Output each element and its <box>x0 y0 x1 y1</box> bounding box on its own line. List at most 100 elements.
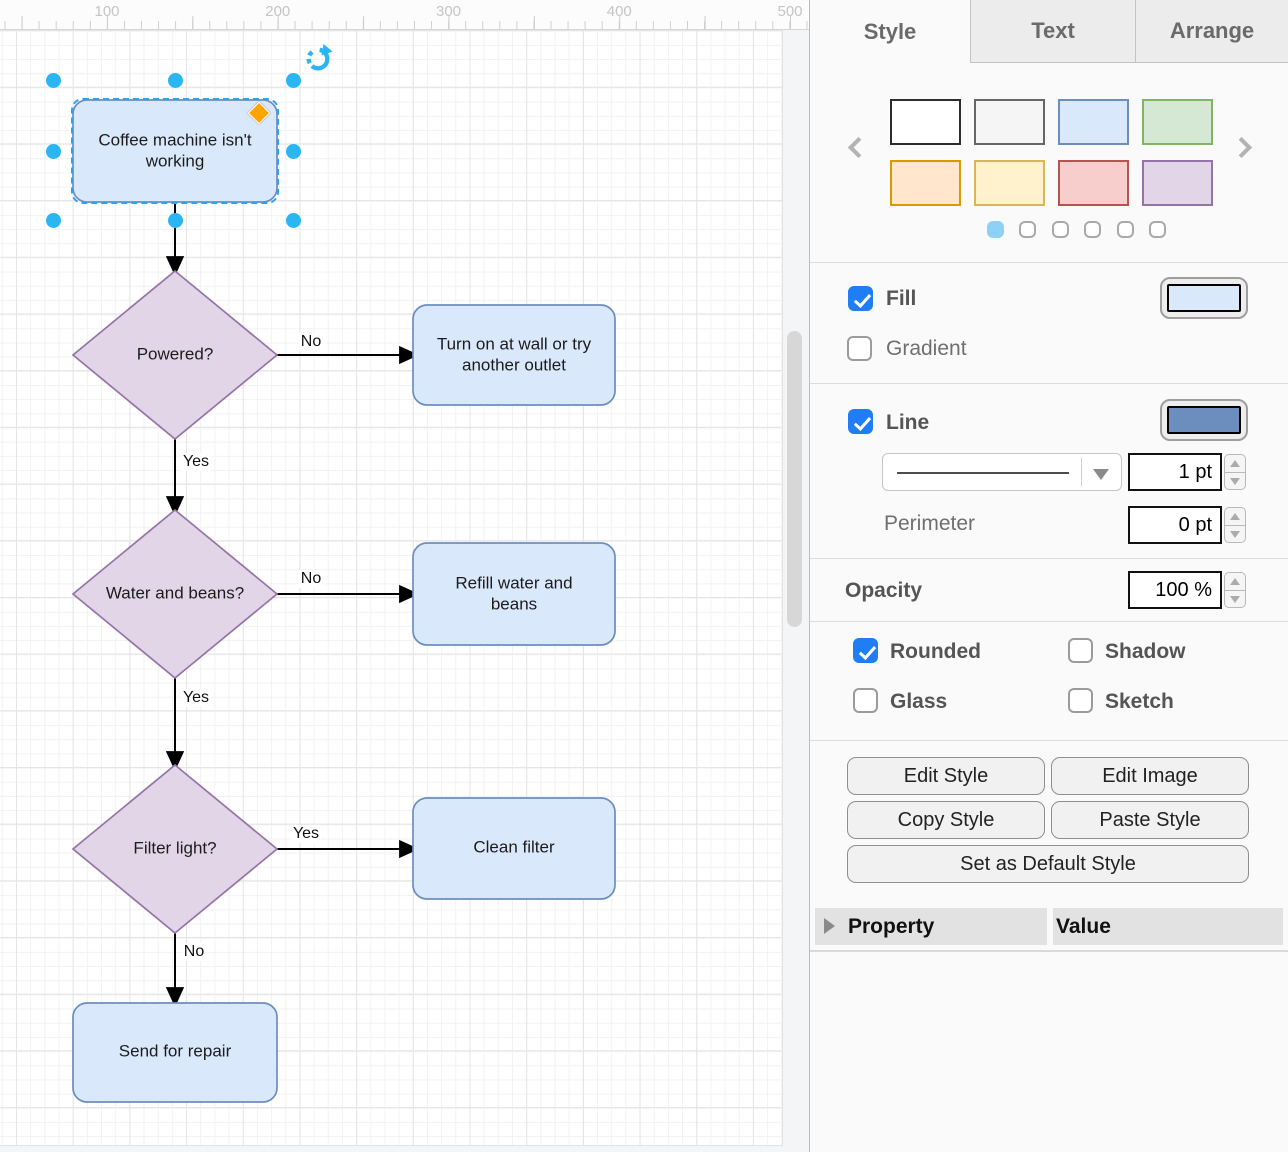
resize-handle-ne[interactable] <box>285 72 301 88</box>
edit-style-button[interactable]: Edit Style <box>847 757 1045 795</box>
edit-image-button[interactable]: Edit Image <box>1051 757 1249 795</box>
edge-label-water-yes[interactable]: Yes <box>180 689 212 707</box>
opacity-input[interactable] <box>1128 571 1222 609</box>
style-preset-swatch[interactable] <box>1058 99 1129 145</box>
edge-label-filter-yes[interactable]: Yes <box>290 825 322 843</box>
perimeter-label: Perimeter <box>884 512 976 535</box>
chevron-down-icon <box>1093 469 1109 480</box>
rounded-checkbox[interactable] <box>853 638 878 663</box>
swatch-prev-icon[interactable] <box>847 136 870 159</box>
style-preset-swatch[interactable] <box>1142 99 1213 145</box>
node-refill-label: Refill water and beans <box>455 573 573 613</box>
style-preset-swatch[interactable] <box>974 99 1045 145</box>
fill-color-swatch <box>1167 284 1241 312</box>
resize-handle-w[interactable] <box>45 143 61 159</box>
swatch-page-dot[interactable] <box>1084 221 1101 238</box>
line-color-button[interactable] <box>1160 399 1248 441</box>
property-table-header: Property Value <box>815 908 1283 945</box>
sketch-checkbox[interactable] <box>1068 688 1093 713</box>
node-filter-light-label: Filter light? <box>133 838 217 858</box>
edge-label-water-no[interactable]: No <box>298 570 324 588</box>
swatch-page-dot[interactable] <box>986 221 1004 238</box>
paste-style-button[interactable]: Paste Style <box>1051 801 1249 839</box>
swatch-next-icon[interactable] <box>1230 136 1253 159</box>
resize-handle-se[interactable] <box>285 212 301 228</box>
resize-handle-s[interactable] <box>167 212 183 228</box>
line-style-dropdown[interactable] <box>882 453 1122 491</box>
edge-label-powered-yes[interactable]: Yes <box>180 453 212 471</box>
node-send-repair-shape[interactable] <box>72 1002 278 1103</box>
resize-handle-sw[interactable] <box>45 212 61 228</box>
node-powered-label: Powered? <box>136 344 214 364</box>
swatch-page-dot[interactable] <box>1116 221 1134 238</box>
sketch-label: Sketch <box>1105 690 1174 713</box>
rotate-handle-icon[interactable] <box>303 43 333 73</box>
flowchart-graphics <box>71 99 616 1103</box>
node-clean-filter-shape[interactable] <box>412 797 616 900</box>
line-checkbox[interactable] <box>848 409 873 434</box>
edge-label-powered-no[interactable]: No <box>298 333 324 351</box>
resize-handle-n[interactable] <box>167 72 183 88</box>
property-column-header[interactable]: Property <box>815 908 1047 945</box>
shadow-checkbox[interactable] <box>1068 638 1093 663</box>
line-style-preview <box>897 472 1069 474</box>
gradient-label: Gradient <box>886 337 967 360</box>
copy-style-button[interactable]: Copy Style <box>847 801 1045 839</box>
line-width-stepper[interactable] <box>1224 454 1246 491</box>
line-color-swatch <box>1167 406 1241 434</box>
step-up-icon[interactable] <box>1224 572 1246 590</box>
step-up-icon[interactable] <box>1224 454 1246 472</box>
opacity-stepper[interactable] <box>1224 572 1246 609</box>
node-filter-light-shape[interactable] <box>71 763 279 935</box>
step-up-icon[interactable] <box>1224 507 1246 525</box>
vertical-scrollbar[interactable] <box>787 331 802 627</box>
expand-triangle-icon[interactable] <box>824 918 835 934</box>
resize-handle-e[interactable] <box>285 143 301 159</box>
fill-checkbox[interactable] <box>848 286 873 311</box>
edge-label-filter-no[interactable]: No <box>181 943 207 961</box>
flow-edges[interactable] <box>165 203 420 1008</box>
node-send-repair-label: Send for repair <box>118 1041 232 1061</box>
opacity-label: Opacity <box>845 579 923 602</box>
style-preset-swatch[interactable] <box>1142 160 1213 206</box>
format-panel: Style Text Arrange Fill Gradient Line Pe… <box>809 0 1288 1152</box>
node-refill-shape[interactable] <box>412 542 616 646</box>
style-preset-swatch[interactable] <box>890 160 961 206</box>
line-label: Line <box>886 411 930 434</box>
diagram-page[interactable] <box>0 29 783 1146</box>
shadow-label: Shadow <box>1105 640 1186 663</box>
selection-outline <box>71 98 279 204</box>
tab-arrange[interactable]: Arrange <box>1135 0 1288 63</box>
node-clean-filter-label: Clean filter <box>473 837 555 857</box>
style-preset-swatch[interactable] <box>890 99 961 145</box>
tab-text[interactable]: Text <box>970 0 1135 63</box>
step-down-icon[interactable] <box>1224 590 1246 608</box>
perimeter-stepper[interactable] <box>1224 507 1246 544</box>
swatch-page-dot[interactable] <box>1051 221 1069 238</box>
style-preset-swatch[interactable] <box>1058 160 1129 206</box>
style-preset-swatch[interactable] <box>974 160 1045 206</box>
step-down-icon[interactable] <box>1224 472 1246 490</box>
node-start-label: Coffee machine isn't working <box>98 130 252 170</box>
fill-label: Fill <box>886 287 917 310</box>
resize-handle-nw[interactable] <box>45 72 61 88</box>
node-turn-on-shape[interactable] <box>412 304 616 406</box>
glass-checkbox[interactable] <box>853 688 878 713</box>
tab-style[interactable]: Style <box>863 18 917 44</box>
glass-label: Glass <box>890 690 948 713</box>
value-column-header[interactable]: Value <box>1053 908 1283 945</box>
node-water-beans-shape[interactable] <box>71 508 279 680</box>
set-default-style-button[interactable]: Set as Default Style <box>847 845 1249 883</box>
swatch-page-dot[interactable] <box>1149 221 1166 238</box>
line-width-input[interactable] <box>1128 453 1222 491</box>
fill-color-button[interactable] <box>1160 277 1248 319</box>
gradient-checkbox[interactable] <box>847 336 872 361</box>
swatch-page-dot[interactable] <box>1019 221 1036 238</box>
node-turn-on-label: Turn on at wall or try another outlet <box>436 334 592 374</box>
rounded-label: Rounded <box>890 640 981 663</box>
perimeter-input[interactable] <box>1128 506 1222 544</box>
node-powered-shape[interactable] <box>71 269 279 441</box>
step-down-icon[interactable] <box>1224 525 1246 543</box>
drawing-canvas[interactable]: Coffee machine isn't working Powered? Tu… <box>0 0 809 1152</box>
